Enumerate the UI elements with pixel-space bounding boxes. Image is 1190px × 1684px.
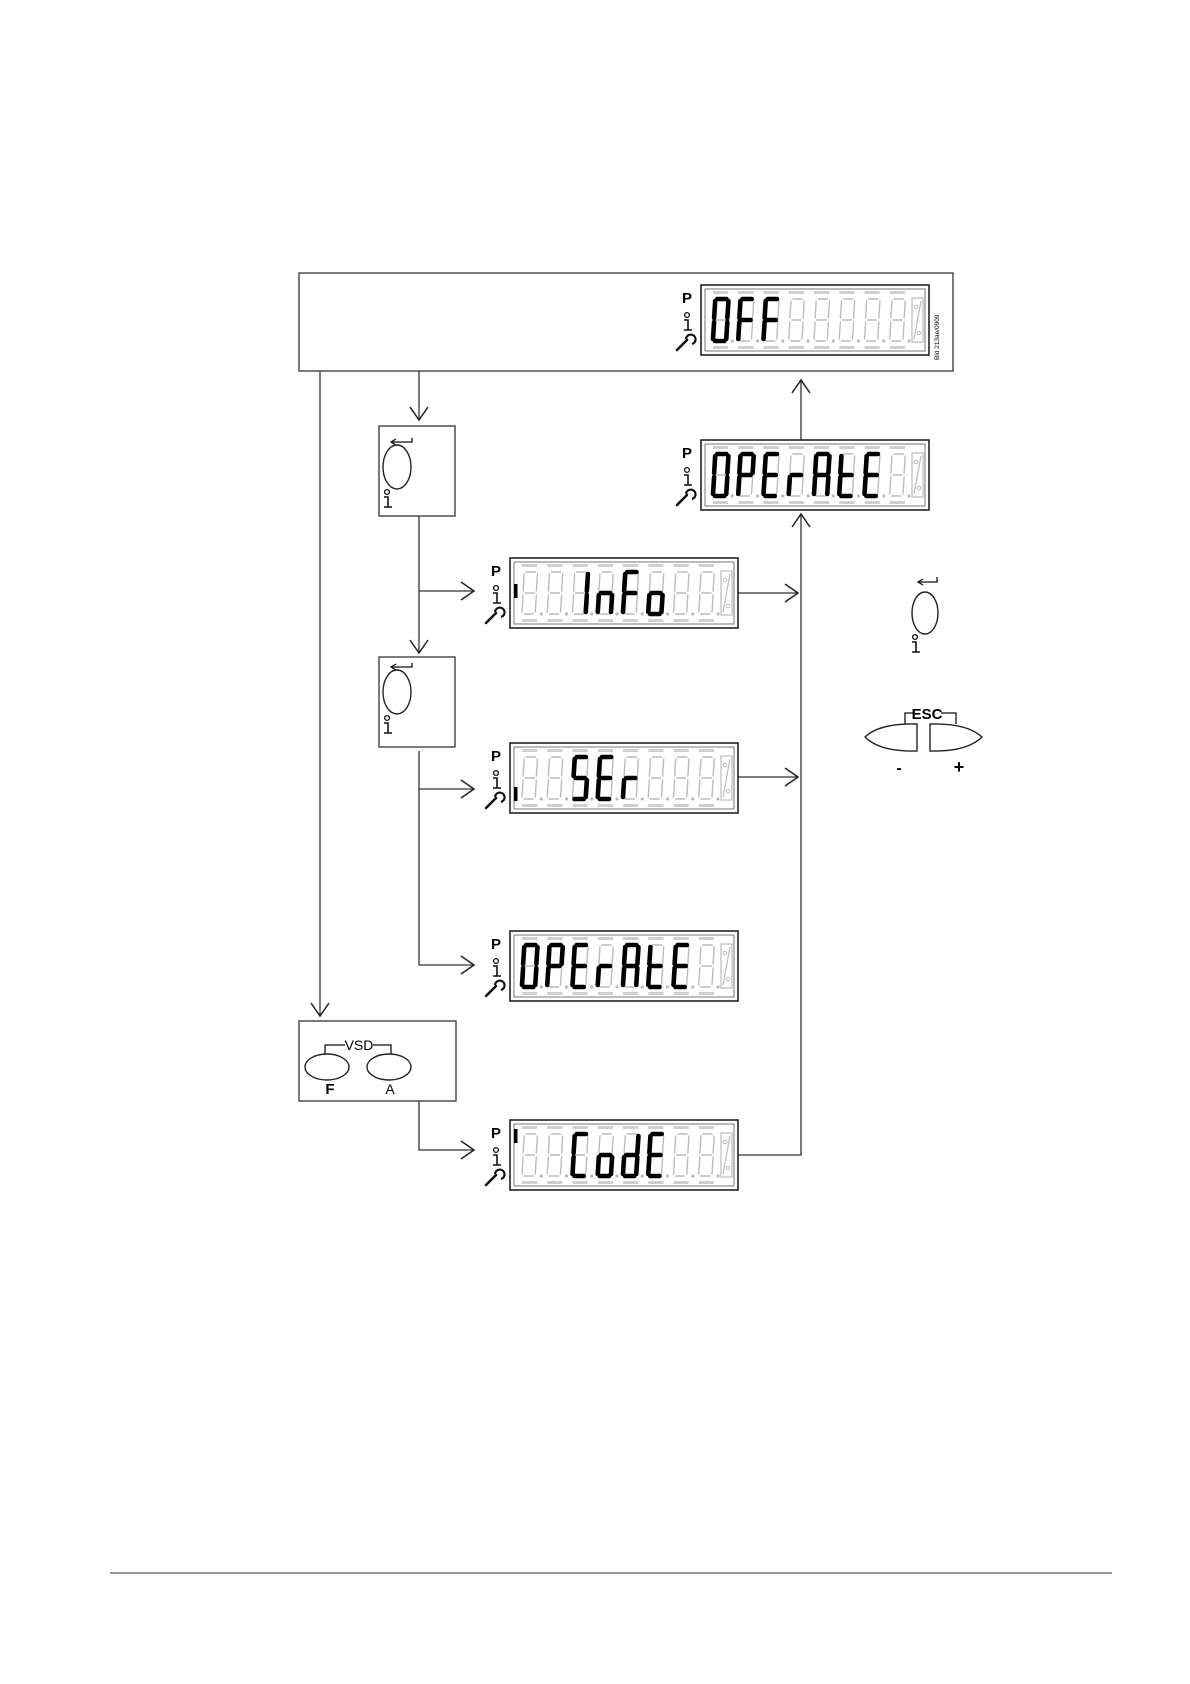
- minus-button[interactable]: [865, 724, 917, 751]
- esc-label: ESC: [912, 706, 943, 723]
- info-icon: [912, 635, 920, 652]
- lcd-display-operate-top: P: [677, 440, 929, 510]
- lcd-char-I: [586, 574, 588, 612]
- program-icon: P: [491, 1125, 501, 1142]
- program-icon: P: [682, 290, 692, 307]
- info-icon: [493, 771, 501, 788]
- wrench-icon: [677, 490, 696, 505]
- enter-info-key-box-1: [379, 426, 455, 516]
- vsd-label: VSD: [345, 1037, 374, 1053]
- plus-button[interactable]: [930, 724, 982, 751]
- vsd-a-label: A: [385, 1081, 395, 1097]
- program-icon: P: [491, 748, 501, 765]
- figure-code: Bld 213ae/0909: [934, 314, 941, 360]
- info-icon: [684, 468, 692, 485]
- lcd-display-ser: P: [486, 743, 738, 813]
- wrench-icon: [486, 1170, 505, 1185]
- lcd-display-code: P: [486, 1120, 738, 1190]
- enter-info-button[interactable]: [912, 592, 938, 634]
- minus-label: -: [896, 760, 901, 777]
- enter-info-button[interactable]: [383, 445, 411, 489]
- program-icon: P: [682, 445, 692, 462]
- lcd-display-off: P: [677, 285, 929, 355]
- program-icon: P: [491, 936, 501, 953]
- info-icon: [493, 1148, 501, 1165]
- enter-arrow-icon: [918, 577, 937, 585]
- vsd-f-button[interactable]: [305, 1054, 349, 1080]
- info-icon: [493, 959, 501, 976]
- wrench-icon: [486, 608, 505, 623]
- legend-esc-keys: ESC - +: [865, 706, 982, 777]
- vsd-a-button[interactable]: [367, 1054, 411, 1080]
- vsd-key-box: VSD F A: [299, 1021, 456, 1101]
- enter-info-button[interactable]: [383, 670, 411, 714]
- vsd-f-label: F: [325, 1081, 334, 1098]
- info-icon: [493, 586, 501, 603]
- program-icon: P: [491, 563, 501, 580]
- wrench-icon: [486, 793, 505, 808]
- wrench-icon: [486, 981, 505, 996]
- lcd-display-operate-mid: P: [486, 931, 738, 1001]
- lcd-display-info: P: [486, 558, 738, 628]
- legend-enter-info-key: [912, 577, 938, 652]
- plus-label: +: [954, 757, 965, 777]
- enter-info-key-box-2: [379, 657, 455, 747]
